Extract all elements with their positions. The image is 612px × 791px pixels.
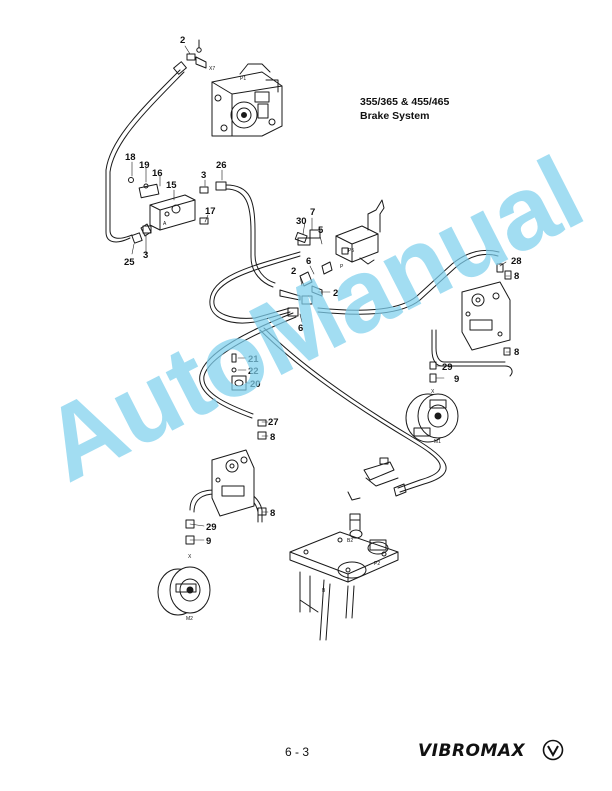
- misc-fittings: [131, 225, 512, 545]
- callout-2a: 2: [180, 35, 185, 46]
- left-bracket: [211, 449, 255, 517]
- callout-2b: 2: [291, 266, 296, 277]
- callout-21: 21: [248, 354, 259, 365]
- callout-9b: 9: [206, 536, 211, 547]
- callout-8b: 8: [514, 347, 519, 358]
- callout-8a: 8: [514, 271, 519, 282]
- hydraulic-motor-m1: [405, 393, 459, 443]
- label-x-a: X: [431, 389, 435, 395]
- callout-16: 16: [152, 168, 163, 179]
- label-x-b: X: [188, 554, 192, 560]
- line-to-left-motor: [199, 312, 294, 419]
- line-diagonal-master: [259, 329, 441, 489]
- pump-fittings: [173, 39, 207, 75]
- callout-25: 25: [124, 257, 135, 268]
- callout-17: 17: [205, 206, 216, 217]
- callout-27: 27: [268, 417, 279, 428]
- label-x7: X7: [209, 66, 215, 72]
- callout-30: 30: [296, 216, 307, 227]
- callout-3a: 3: [201, 170, 206, 181]
- callout-29b: 29: [206, 522, 217, 533]
- line-loop-left: [209, 251, 301, 324]
- callout-2c: 2: [333, 288, 338, 299]
- label-m1: M1: [434, 439, 441, 445]
- callout-6a: 6: [306, 256, 311, 267]
- diagram-title: 355/365 & 455/465 Brake System: [360, 95, 449, 123]
- hose-pump-to-valve: [105, 69, 181, 243]
- component-labels: X7 P1 M1 M2 P2 B2 X X A B P P5: [163, 66, 441, 622]
- vibromax-logo-icon: [542, 739, 564, 761]
- valve-block-15: [128, 177, 227, 237]
- callout-7: 7: [310, 207, 315, 218]
- part-callouts: 2 18 19 16 15 3 26 17 25 3 30 7 5 2 6 2 …: [124, 35, 522, 547]
- label-b2: B2: [347, 538, 353, 544]
- callout-15: 15: [166, 180, 177, 191]
- line-to-right-motor: [317, 253, 499, 315]
- line-26-to-centre: [225, 184, 276, 284]
- leader-lines: [131, 45, 511, 541]
- hydraulic-motor-m2: [157, 566, 211, 616]
- label-p2: P2: [374, 561, 380, 567]
- title-models: 355/365 & 455/465: [360, 96, 450, 108]
- callout-28: 28: [511, 256, 522, 267]
- page-number: 6 - 3: [285, 745, 310, 759]
- callout-18: 18: [125, 152, 136, 163]
- right-bracket: [461, 281, 511, 351]
- pump-p2-plate: [289, 491, 399, 641]
- callout-26: 26: [216, 160, 227, 171]
- callout-8d: 8: [270, 508, 275, 519]
- callout-3b: 3: [143, 250, 148, 261]
- hydraulic-pump-p1: [211, 63, 283, 137]
- tee-fittings: [279, 229, 333, 317]
- brake-valve: [335, 199, 385, 265]
- label-m2: M2: [186, 616, 193, 622]
- callout-9a: 9: [454, 374, 459, 385]
- label-ps: P5: [348, 248, 354, 254]
- brand-logo-text: VIBROMAX: [418, 741, 526, 761]
- callout-22: 22: [248, 366, 259, 377]
- label-b: B: [322, 588, 326, 594]
- label-p1: P1: [240, 76, 246, 82]
- label-a: A: [163, 221, 167, 227]
- callout-20: 20: [250, 379, 261, 390]
- master-cylinder: [363, 457, 407, 497]
- callout-8c: 8: [270, 432, 275, 443]
- callout-6b: 6: [298, 323, 303, 334]
- callout-5: 5: [318, 225, 324, 236]
- label-p: P: [340, 264, 344, 270]
- callout-19: 19: [139, 160, 150, 171]
- callout-29a: 29: [442, 362, 453, 373]
- title-system: Brake System: [360, 110, 430, 122]
